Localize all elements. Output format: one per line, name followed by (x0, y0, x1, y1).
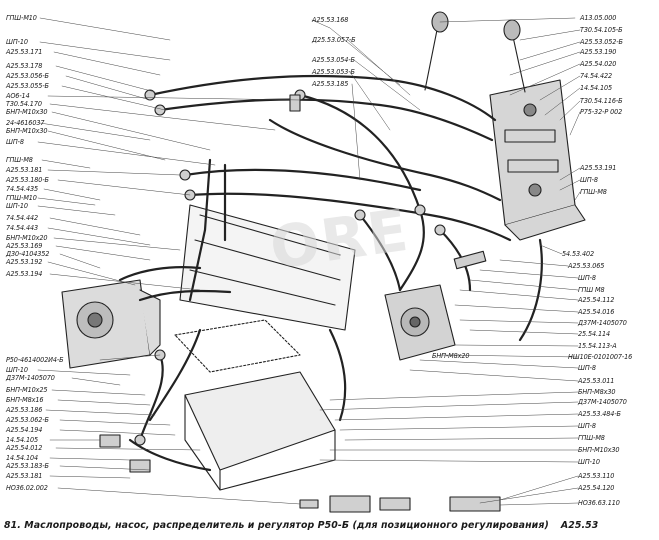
part-label: А25.53.056-Б (6, 71, 49, 80)
base-box (184, 371, 336, 471)
part-label: 14.54.105 (580, 83, 612, 92)
part-label: 14.54.105 (6, 435, 38, 444)
part-label: БНП-М10х30 (6, 126, 48, 135)
gasket (174, 319, 301, 373)
oil-pipelines (118, 74, 543, 472)
part-label: 74.54.443 (6, 223, 38, 232)
part-label: А25.53.191 (580, 163, 617, 172)
part-label: А25.54.016 (578, 307, 615, 316)
part-label: ШП-8 (578, 421, 596, 430)
part-label: А25.53.065 (568, 261, 605, 270)
bottom-fittings (299, 495, 501, 513)
part-label: А25.53.186 (6, 405, 43, 414)
part-label: ШП-8 (578, 273, 596, 282)
figure-caption: 81. Маслопроводы, насос, распределитель … (4, 520, 598, 531)
part-label: 25.54.114 (578, 329, 610, 338)
caption-text: 81. Маслопроводы, насос, распределитель … (4, 520, 549, 531)
part-label: 14.54.104 (6, 453, 38, 462)
part-label: А25.53.171 (6, 47, 43, 56)
part-label: А25.53.192 (6, 257, 43, 266)
part-label: А25.53.484-Б (578, 409, 621, 418)
part-label: 74.54.422 (580, 71, 612, 80)
part-label: А25.53.110 (578, 471, 615, 480)
part-label: ШП-10 (6, 365, 28, 374)
part-label: Д37М-1405070 (6, 373, 55, 382)
part-label: Д30-4104352 (6, 249, 50, 258)
part-label: 74.54.435 (6, 184, 38, 193)
part-label: 74.54.442 (6, 213, 38, 222)
part-label: Р75-32-Р 002 (580, 107, 623, 116)
part-label: А25.54.112 (578, 295, 615, 304)
part-label: Т30.54.116-Б (580, 96, 623, 105)
part-label: А25.53.181 (6, 165, 43, 174)
part-label: ШП-8 (580, 175, 598, 184)
part-label: БНП-М10х25 (6, 385, 48, 394)
part-label: 15.54.113-А (578, 341, 617, 350)
part-label: БНП-М8х20 (432, 351, 470, 360)
part-label: ГПШ-М10 (6, 13, 37, 22)
part-label: А13.05.000 (580, 13, 617, 22)
part-label: А25.53.062-Б (6, 415, 49, 424)
part-label: НО36.02.002 (6, 483, 48, 492)
part-label: ГПШ-М10 (6, 193, 37, 202)
caption-code: А25.53 (560, 520, 599, 531)
part-label: 24-4616037 (6, 118, 45, 127)
part-label: А25.53.190 (580, 47, 617, 56)
lever-knob (503, 19, 521, 41)
part-label: А25.53.194 (6, 269, 43, 278)
part-label: А25.53.052-Б (580, 37, 623, 46)
part-label: БНП-М8х16 (6, 395, 44, 404)
part-label: А25.53.181 (6, 471, 43, 480)
part-label: Р50-4614002И4-Б (6, 355, 64, 364)
part-label: А25.53.183-Б (6, 461, 49, 470)
part-label: А25.53.011 (578, 376, 615, 385)
part-label: ШП-10 (578, 457, 600, 466)
part-label: А25.53.055-Б (6, 81, 49, 90)
part-label: А25.54.020 (580, 59, 617, 68)
part-label: А25.53.185 (312, 79, 349, 88)
part-label: ШП-8 (6, 137, 24, 146)
part-label: Д37М-1405070 (578, 397, 627, 406)
part-label: БНП-М10х30 (6, 107, 48, 116)
part-label: ШП-10 (6, 201, 28, 210)
part-label: А25.54.012 (6, 443, 43, 452)
part-label: А25.54.120 (578, 483, 615, 492)
part-label: ГПШ-М8 (580, 187, 607, 196)
part-label: Т30.54.105-Б (580, 25, 623, 34)
part-label: А25.53.168 (312, 15, 349, 24)
part-label: ГПШ М8 (578, 285, 605, 294)
part-label: НШ10Е-0101007-16 (568, 352, 633, 361)
part-label: БНП-М10х20 (6, 233, 48, 242)
part-label: А25.53.180-Б (6, 175, 49, 184)
part-label: НО36.63.110 (578, 498, 620, 507)
part-label: А25.53.169 (6, 241, 43, 250)
regulator (384, 284, 456, 361)
part-label: БНП-М8х30 (578, 387, 616, 396)
pump (61, 279, 161, 369)
part-label: 54.53.402 (562, 249, 594, 258)
leader-lines (37, 17, 581, 506)
part-label: А25.53.053-Б (312, 67, 355, 76)
part-label: ШП-8 (578, 363, 596, 372)
part-label: ГПШ-М8 (6, 155, 33, 164)
part-label: А25.54.194 (6, 425, 43, 434)
part-label: Д37М-1405070 (578, 318, 627, 327)
part-label: БНП-М10х30 (578, 445, 620, 454)
part-label: ШП-10 (6, 37, 28, 46)
part-label: Т30.54.170 (6, 99, 42, 108)
part-label: АО6-14 (6, 91, 30, 100)
part-label: ГПШ-М8 (578, 433, 605, 442)
part-label: Д25.53.057-Б (312, 35, 356, 44)
part-label: А25.53.054-Б (312, 55, 355, 64)
distributor (489, 79, 586, 241)
part-label: А25.53.178 (6, 61, 43, 70)
